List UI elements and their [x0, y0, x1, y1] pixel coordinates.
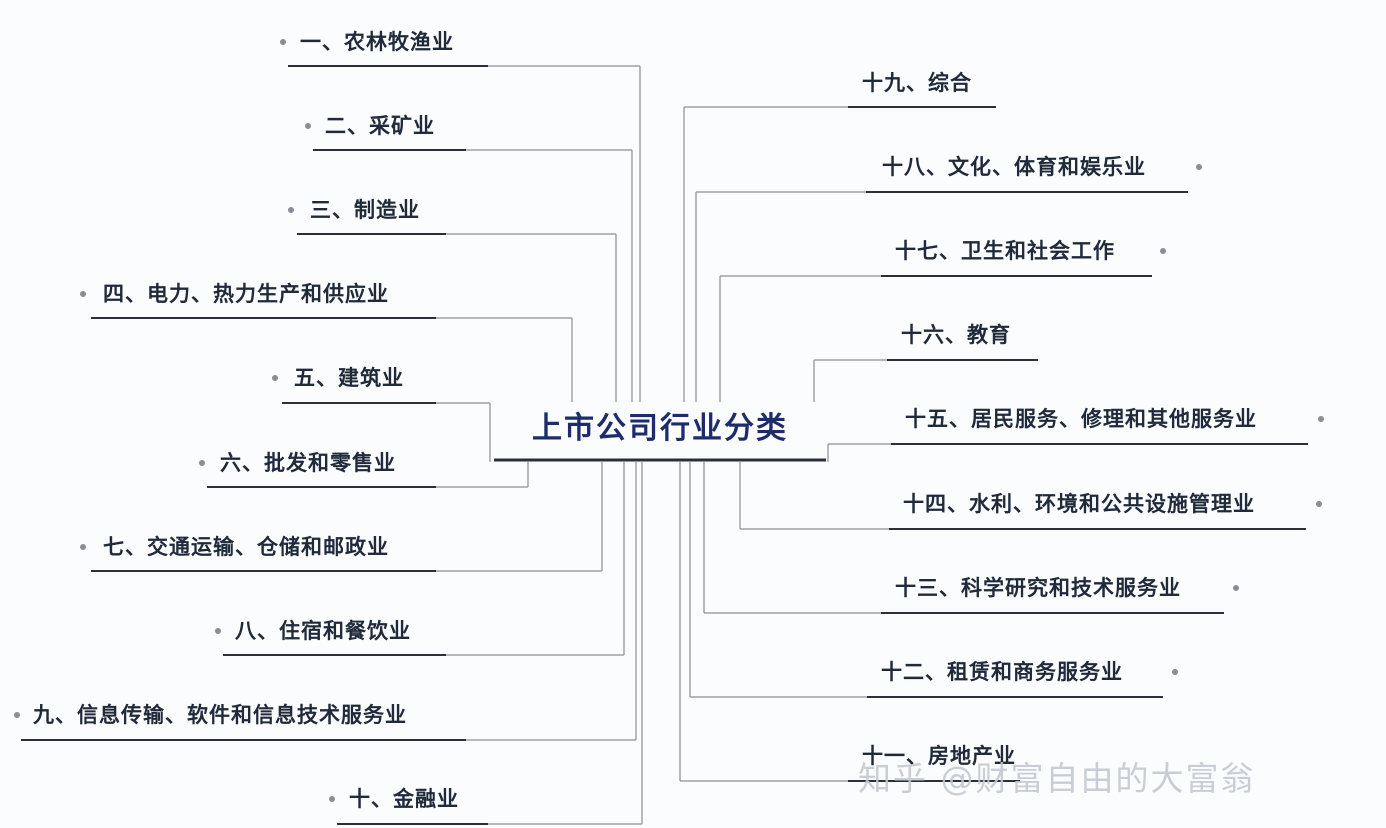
right-branch-label: 十三、科学研究和技术服务业	[895, 576, 1181, 600]
left-branch-label: 二、采矿业	[325, 114, 435, 138]
right-branch-label: 十九、综合	[862, 71, 972, 95]
left-branch-bullet-icon	[272, 375, 278, 381]
right-branch-bullet-icon	[1318, 416, 1324, 422]
left-branch-label: 九、信息传输、软件和信息技术服务业	[33, 703, 407, 727]
right-branch-label: 十一、房地产业	[862, 744, 1016, 768]
left-branch-label: 三、制造业	[310, 198, 420, 222]
left-branch-label: 七、交通运输、仓储和邮政业	[103, 535, 389, 559]
right-branch-bullet-icon	[1196, 164, 1202, 170]
left-branch-bullet-icon	[329, 796, 335, 802]
left-branch-label: 一、农林牧渔业	[300, 30, 454, 54]
left-branch-bullet-icon	[305, 123, 311, 129]
left-branch-label: 八、住宿和餐饮业	[235, 619, 411, 643]
left-branch-bullet-icon	[199, 460, 205, 466]
right-branch-bullet-icon	[1233, 585, 1239, 591]
left-branch-bullet-icon	[80, 291, 86, 297]
right-branch-label: 十七、卫生和社会工作	[895, 239, 1115, 263]
right-branch-bullet-icon	[1172, 669, 1178, 675]
left-branch-label: 四、电力、热力生产和供应业	[103, 282, 389, 306]
right-branch-label: 十二、租赁和商务服务业	[881, 660, 1123, 684]
left-branch-bullet-icon	[288, 207, 294, 213]
right-branch-bullet-icon	[1316, 501, 1322, 507]
right-branch-label: 十五、居民服务、修理和其他服务业	[905, 407, 1257, 431]
left-branch-bullet-icon	[80, 544, 86, 550]
central-topic-title: 上市公司行业分类	[532, 411, 788, 446]
left-branch-bullet-icon	[14, 712, 20, 718]
right-branch-label: 十六、教育	[901, 323, 1011, 347]
watermark: 知乎 @财富自由的大富翁	[858, 759, 1256, 798]
left-branch-label: 十、金融业	[349, 787, 459, 811]
left-branch-label: 六、批发和零售业	[220, 451, 396, 475]
left-branch-bullet-icon	[215, 628, 221, 634]
left-branch-label: 五、建筑业	[294, 366, 404, 390]
right-branch-label: 十四、水利、环境和公共设施管理业	[903, 492, 1255, 516]
right-branch-bullet-icon	[1160, 248, 1166, 254]
right-branch-label: 十八、文化、体育和娱乐业	[882, 155, 1146, 179]
left-branch-bullet-icon	[280, 39, 286, 45]
